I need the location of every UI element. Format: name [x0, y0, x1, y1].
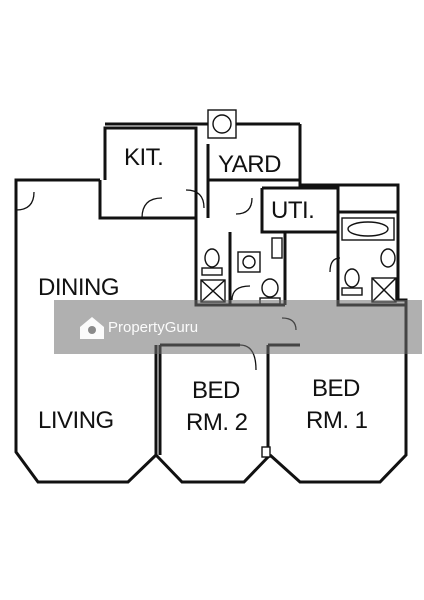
toilet-icon — [341, 268, 363, 296]
shower-icon — [200, 279, 226, 303]
label-bedroom-2-line2: RM. 2 — [186, 409, 248, 436]
room-labels: KIT. YARD UTI. DINING LIVING BED RM. 2 B… — [38, 144, 368, 436]
watermark-text: PropertyGuru — [108, 319, 198, 336]
shower-icon — [371, 277, 397, 303]
fixtures — [200, 109, 397, 458]
basin-icon — [380, 248, 396, 268]
label-bedroom-1-line2: RM. 1 — [306, 407, 368, 434]
label-bedroom-1-line1: BED — [312, 375, 360, 402]
label-living: LIVING — [38, 407, 114, 434]
toilet-icon — [201, 248, 223, 276]
basin-icon — [237, 251, 261, 273]
label-yard: YARD — [218, 151, 281, 178]
watermark: PropertyGuru — [54, 300, 422, 354]
label-utility: UTI. — [271, 197, 314, 224]
label-dining: DINING — [38, 274, 119, 301]
watermark-logo-icon — [80, 317, 104, 339]
bathtub-icon — [341, 217, 395, 241]
counter-icon — [271, 237, 283, 259]
label-bedroom-2-line1: BED — [192, 377, 240, 404]
label-kitchen: KIT. — [124, 144, 163, 171]
watermark-band — [54, 300, 422, 354]
refuse-chute-icon — [207, 109, 237, 139]
column-icon — [261, 446, 271, 458]
